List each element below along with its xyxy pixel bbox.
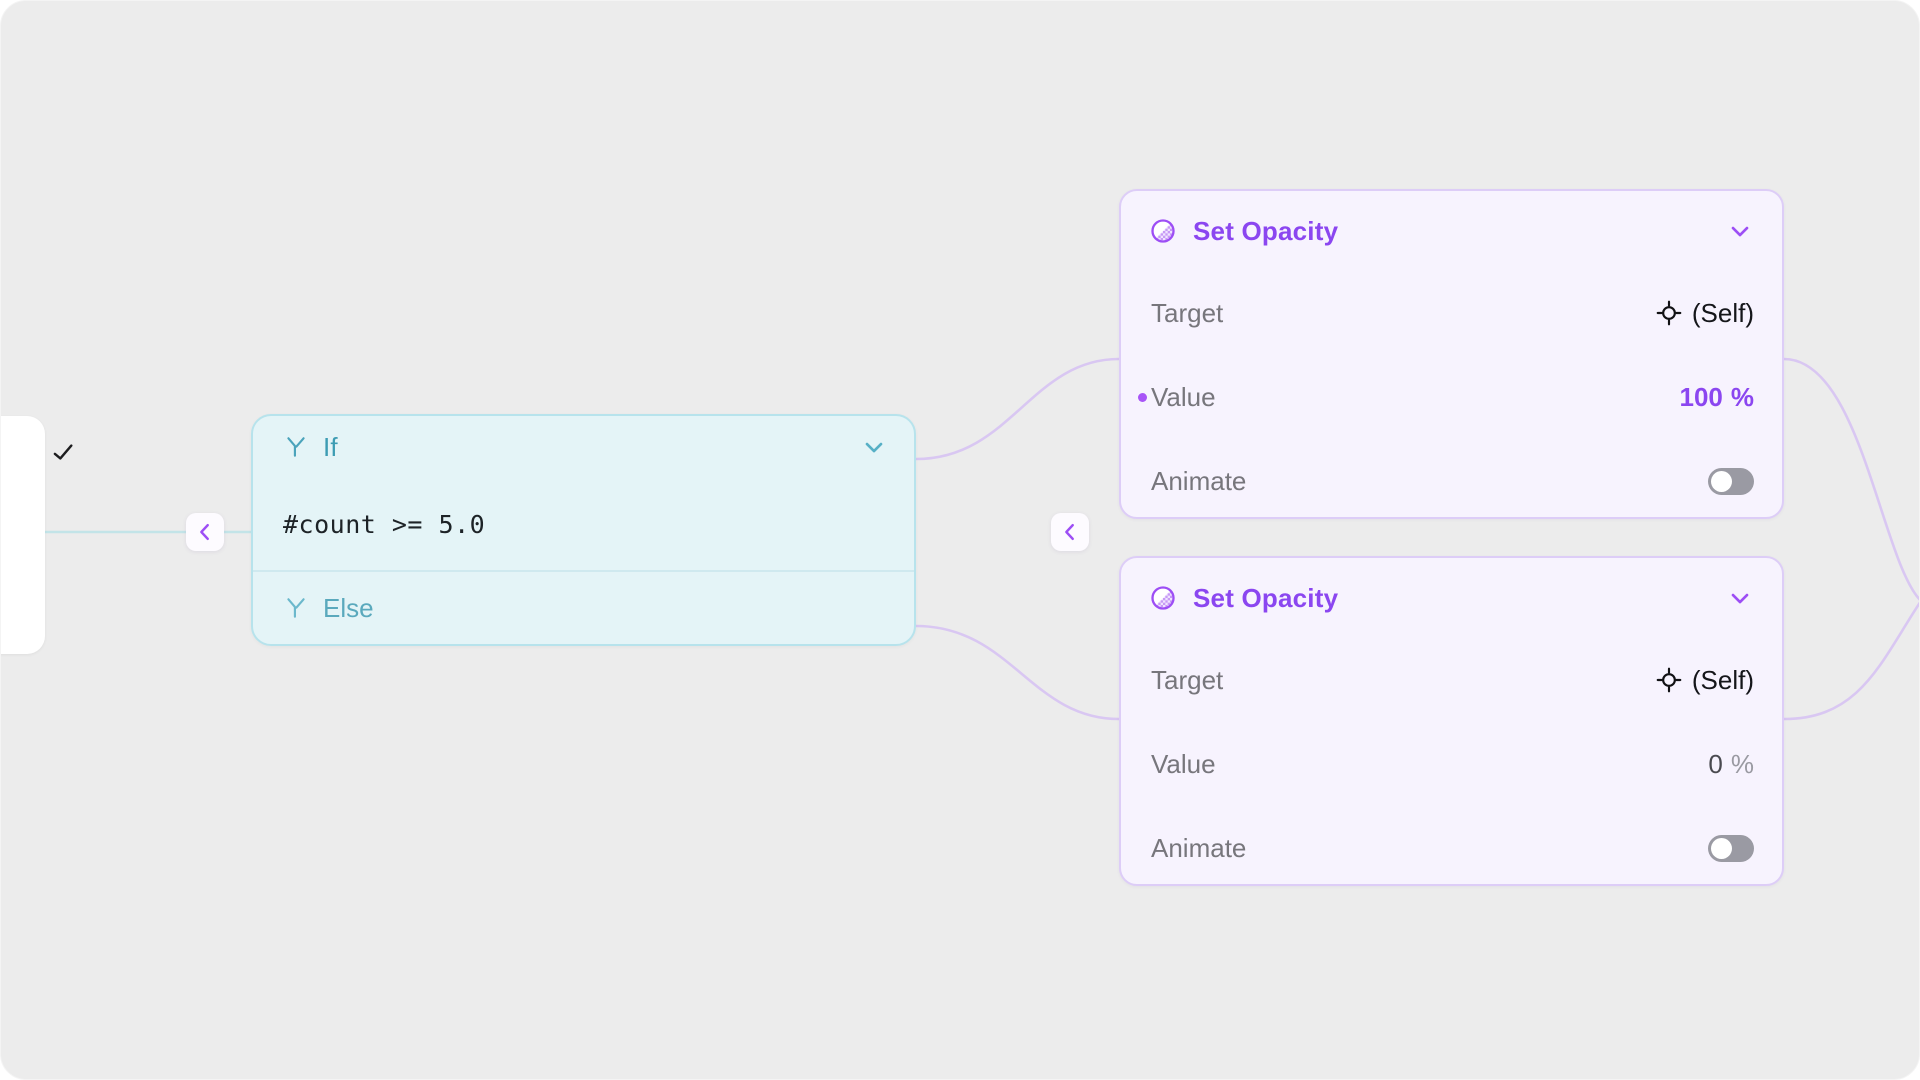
crosshair-icon [1656,667,1682,693]
row-value-group[interactable]: (Self) [1656,298,1754,329]
opacity-icon [1151,219,1175,243]
node-set-opacity-2[interactable]: Set Opacity Target (Self) Value 0 % [1119,556,1784,886]
node-set-opacity-2-row-animate[interactable]: Animate [1121,806,1782,890]
node-set-opacity-2-row-target[interactable]: Target (Self) [1121,638,1782,722]
node-set-opacity-1[interactable]: Set Opacity Target (Self) Value 100 % [1119,189,1784,519]
animate-toggle[interactable] [1708,834,1754,862]
branch-icon [287,598,305,618]
edge-if-else [915,624,1120,721]
node-set-opacity-1-title: Set Opacity [1193,215,1339,246]
checkmark-icon [53,444,73,460]
crosshair-icon [1656,300,1682,326]
row-value-text[interactable]: 100 [1679,381,1723,412]
row-value-text: (Self) [1691,664,1754,695]
row-value-group[interactable]: (Self) [1656,665,1754,696]
chevron-down-icon[interactable] [860,433,888,461]
node-set-opacity-1-header[interactable]: Set Opacity [1121,191,1782,271]
node-if-header[interactable]: If [253,416,914,478]
edge-out-bottom [1783,601,1919,721]
chevron-down-icon[interactable] [1726,217,1754,245]
node-if-condition-row[interactable]: #count >= 5.0 [253,478,914,572]
row-value-text: (Self) [1691,297,1754,328]
chevron-left-icon [1065,523,1074,541]
node-if-title: If [323,431,338,462]
edge-out-top [1783,357,1919,601]
node-set-opacity-1-row-value[interactable]: Value 100 % [1121,355,1782,439]
row-label: Target [1151,297,1224,328]
opacity-icon [1151,586,1175,610]
node-if-else-row[interactable]: Else [253,572,914,644]
node-set-opacity-2-header[interactable]: Set Opacity [1121,558,1782,638]
row-label: Value [1151,381,1216,412]
edge-if-true [915,357,1120,461]
node-if-else-label: Else [323,592,374,623]
toggle-knob [1711,470,1732,492]
row-value-text[interactable]: 0 [1708,748,1723,779]
chevron-left-icon [200,523,209,541]
row-label: Value [1151,748,1216,779]
node-if-condition-text: #count >= 5.0 [283,509,486,539]
input-port-dot[interactable] [1138,392,1147,402]
collapse-button-left-of-if[interactable] [186,513,224,551]
node-set-opacity-2-title: Set Opacity [1193,582,1339,613]
row-label: Animate [1151,465,1247,496]
branch-icon [287,437,305,457]
partial-node-card-left[interactable] [1,416,45,654]
node-set-opacity-1-row-target[interactable]: Target (Self) [1121,271,1782,355]
row-value-unit: % [1730,748,1754,779]
node-set-opacity-2-row-value[interactable]: Value 0 % [1121,722,1782,806]
animate-toggle[interactable] [1708,467,1754,495]
node-if[interactable]: If #count >= 5.0 Else [251,414,916,646]
row-label: Animate [1151,832,1247,863]
node-set-opacity-1-row-animate[interactable]: Animate [1121,439,1782,523]
row-value-unit: % [1730,381,1754,412]
chevron-down-icon[interactable] [1726,584,1754,612]
toggle-knob [1711,837,1732,859]
collapse-button-mid[interactable] [1051,513,1089,551]
row-label: Target [1151,664,1224,695]
